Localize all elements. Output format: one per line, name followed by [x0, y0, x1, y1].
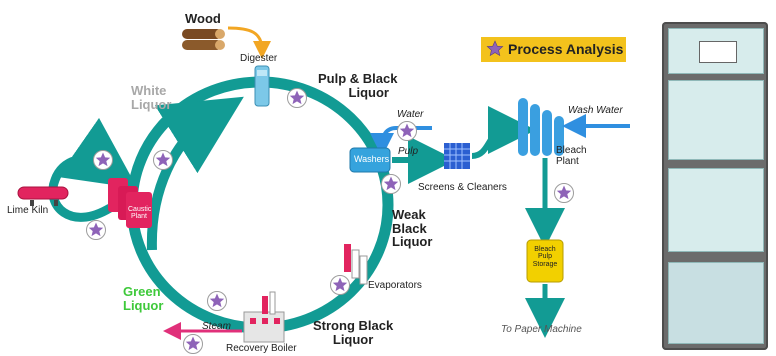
cabinet-middle-module	[668, 168, 764, 252]
cabinet-top-module	[668, 80, 764, 160]
water-label: Water	[397, 109, 424, 120]
star-icon	[207, 291, 227, 311]
star-icon	[93, 150, 113, 170]
green-liquor-line1: Green	[123, 284, 161, 299]
wood-logs-icon	[182, 29, 225, 50]
digester-label: Digester	[240, 53, 278, 64]
weak-black-liquor-line1: Weak	[392, 207, 426, 222]
star-icon	[153, 150, 173, 170]
cabinet-display	[699, 41, 737, 63]
storage-label: Bleach Pulp Storage	[529, 246, 561, 268]
washers-label: Washers	[354, 154, 390, 164]
green-liquor-label: Green Liquor	[123, 285, 163, 312]
weak-black-liquor-line2: Black	[392, 220, 427, 236]
screens-cleaners-label: Screens & Cleaners	[418, 182, 507, 193]
strong-black-liquor-line2: Liquor	[332, 331, 374, 347]
digester-icon	[254, 65, 270, 107]
caustic-tank-icon	[108, 178, 152, 228]
green-liquor-line2: Liquor	[123, 297, 164, 313]
star-icon	[287, 88, 307, 108]
storage-tank-icon	[526, 239, 564, 283]
bleach-plant-label: Bleach Plant	[556, 145, 587, 167]
caustic-plant-label: Caustic Plant	[128, 206, 152, 221]
star-icon	[397, 121, 417, 141]
bleach-plant-line1: Bleach	[556, 145, 587, 156]
white-liquor-label: White Liquor	[131, 84, 171, 111]
paper-machine-label: To Paper Machine	[501, 324, 582, 335]
screen-icon	[444, 143, 470, 169]
water-arrow	[370, 126, 432, 157]
steam-label: Steam	[202, 321, 231, 332]
storage-line1: Bleach	[534, 246, 556, 253]
process-analysis-badge: Process Analysis	[481, 37, 626, 62]
storage-line3: Storage	[532, 260, 558, 268]
screens-to-bleach-arrow	[471, 106, 536, 159]
recovery-boiler-icon	[243, 291, 285, 343]
pulp-black-liquor-line1: Pulp & Black	[318, 71, 398, 86]
wood-label: Wood	[185, 11, 221, 26]
badge-title: Process Analysis	[508, 41, 624, 57]
lime-kiln-label: Lime Kiln	[7, 205, 49, 216]
pulp-black-liquor-line2: Liquor	[348, 84, 389, 100]
strong-black-liquor-label: Strong Black Liquor	[313, 319, 393, 346]
lime-kiln-icon	[17, 186, 69, 206]
star-icon	[486, 40, 504, 57]
cabinet-reagent-module	[668, 262, 764, 344]
wash-water-label: Wash Water	[568, 105, 623, 116]
wood-arrow	[227, 26, 271, 59]
washer-icon	[349, 147, 391, 173]
weak-black-liquor-line3: Liquor	[392, 234, 433, 250]
star-icon	[330, 275, 350, 295]
cabinet-screen-panel	[668, 28, 764, 74]
lime-kiln-loop	[48, 117, 138, 222]
evaporator-icon	[344, 244, 368, 285]
bleach-plant-line2: Plant	[556, 155, 579, 167]
white-liquor-line1: White	[131, 83, 167, 98]
pulp-black-liquor-label: Pulp & Black Liquor	[318, 72, 397, 99]
recovery-boiler-label: Recovery Boiler	[226, 343, 297, 354]
evaporators-label: Evaporators	[368, 280, 422, 291]
white-liquor-line2: Liquor	[131, 96, 172, 112]
caustic-plant-line2: Plant	[131, 213, 147, 221]
strong-black-liquor-line1: Strong Black	[313, 318, 394, 333]
weak-black-liquor-label: Weak Black Liquor	[392, 208, 432, 249]
bleach-tower-icon	[518, 98, 564, 156]
analyzer-cabinet-icon	[662, 22, 768, 350]
star-icon	[381, 174, 401, 194]
pulp-label: Pulp	[398, 146, 419, 157]
star-icon	[183, 334, 203, 354]
caustic-plant-line1: Caustic	[128, 206, 152, 213]
star-icon	[86, 220, 106, 240]
storage-line2: Pulp	[537, 253, 552, 261]
star-icon	[554, 183, 574, 203]
